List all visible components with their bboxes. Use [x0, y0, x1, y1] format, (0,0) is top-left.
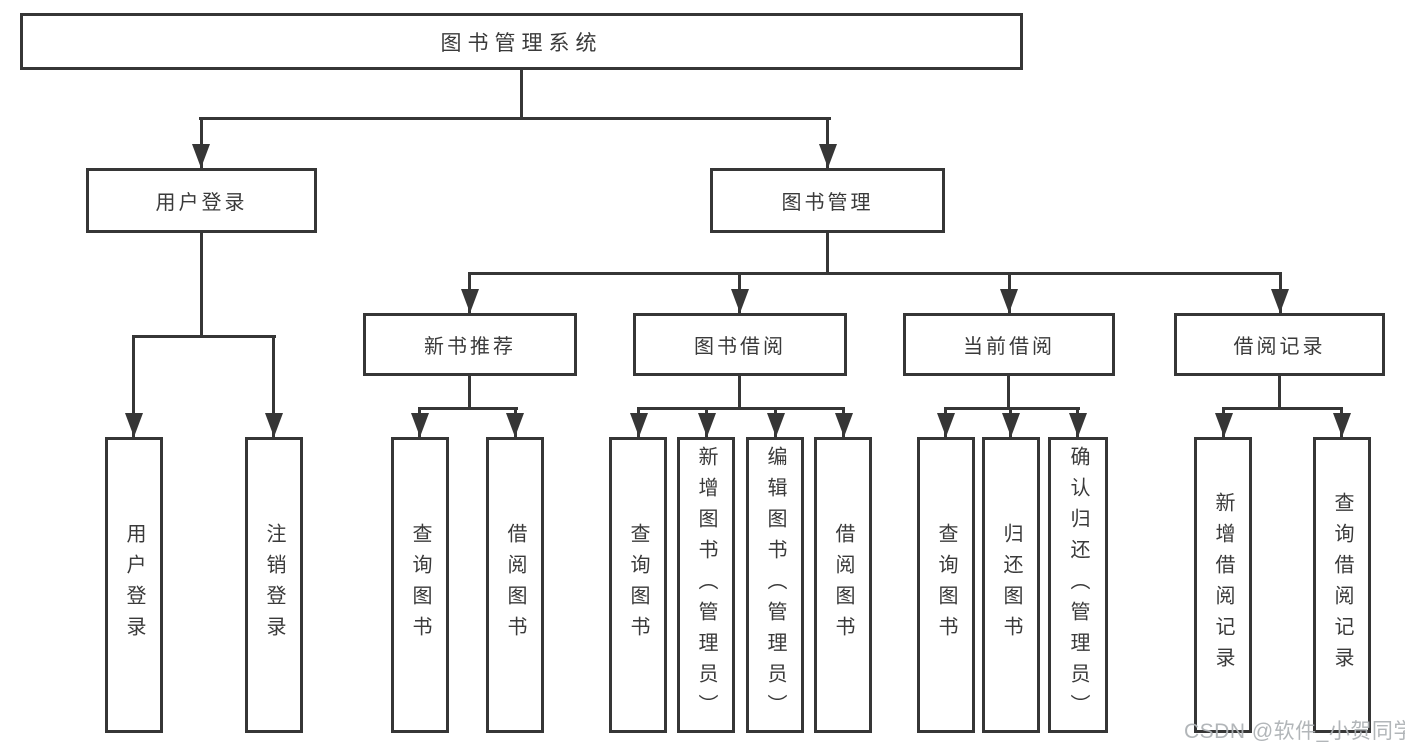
node-cb-return-book: 归还图书	[982, 437, 1040, 733]
arrowhead-ul-user-login	[125, 413, 143, 437]
node-bb-add-book-label: 新增图书（管理员）	[695, 445, 717, 725]
connector-new-book-rec-hbar	[418, 407, 518, 410]
arrowhead-borrow-records	[1271, 289, 1289, 313]
connector-current-borrow-trunk	[1007, 376, 1010, 409]
connector-book-borrow-hbar	[638, 407, 845, 410]
node-bb-borrow-book: 借阅图书	[814, 437, 872, 733]
connector-book-mgmt-hbar	[468, 272, 1282, 275]
node-bb-edit-book-label: 编辑图书（管理员）	[764, 445, 786, 725]
node-borrow-records: 借阅记录	[1174, 313, 1385, 376]
node-ul-user-login: 用户登录	[105, 437, 163, 733]
node-user-login: 用户登录	[86, 168, 317, 233]
node-cb-query-book-label: 查询图书	[935, 523, 957, 647]
connector-borrow-records-trunk	[1278, 376, 1281, 409]
connector-stem-user-login	[200, 117, 203, 168]
arrowhead-nb-borrow	[506, 413, 524, 437]
node-ul-logout-label: 注销登录	[263, 523, 285, 647]
node-cb-return-book-label: 归还图书	[1000, 523, 1022, 647]
node-ul-user-login-label: 用户登录	[123, 523, 145, 647]
node-br-add-record-label: 新增借阅记录	[1212, 492, 1234, 678]
node-cb-confirm-return: 确认归还（管理员）	[1048, 437, 1108, 733]
node-current-borrowing: 当前借阅	[903, 313, 1115, 376]
node-cb-confirm-return-label: 确认归还（管理员）	[1067, 445, 1089, 725]
connector-borrow-records-hbar	[1222, 407, 1343, 410]
node-book-borrowing-label: 图书借阅	[694, 336, 786, 358]
arrowhead-bb-query	[630, 413, 648, 437]
node-nb-query-book-label: 查询图书	[409, 523, 431, 647]
node-borrow-records-label: 借阅记录	[1233, 336, 1326, 358]
node-ul-logout: 注销登录	[245, 437, 303, 733]
connector-new-book-rec-trunk	[468, 376, 471, 409]
arrowhead-br-query	[1333, 413, 1351, 437]
connector-book-borrow-trunk	[738, 376, 741, 409]
node-br-add-record: 新增借阅记录	[1194, 437, 1252, 733]
node-nb-borrow-book: 借阅图书	[486, 437, 544, 733]
arrowhead-bb-add	[698, 413, 716, 437]
node-library-system-label: 图书管理系统	[440, 31, 603, 55]
node-book-borrowing: 图书借阅	[633, 313, 847, 376]
arrowhead-cb-return	[1002, 413, 1020, 437]
arrowhead-nb-query	[411, 413, 429, 437]
connector-user-login-trunk	[200, 233, 203, 336]
arrowhead-ul-logout	[265, 413, 283, 437]
connector-user-login-hbar	[132, 335, 276, 338]
node-book-management: 图书管理	[710, 168, 945, 233]
arrowhead-current-borrow	[1000, 289, 1018, 313]
connector-current-borrow-hbar	[944, 407, 1080, 410]
arrowhead-br-add	[1215, 413, 1233, 437]
arrowhead-book-mgmt	[819, 144, 837, 168]
csdn-watermark: CSDN @软件_小贺同学	[1184, 720, 1405, 743]
connector-book-mgmt-trunk	[826, 233, 829, 274]
arrowhead-book-borrow	[731, 289, 749, 313]
node-library-system: 图书管理系统	[20, 13, 1023, 70]
node-cb-query-book: 查询图书	[917, 437, 975, 733]
connector-stem-ul-user-login	[132, 335, 135, 437]
node-current-borrowing-label: 当前借阅	[963, 336, 1055, 358]
arrowhead-new-book-rec	[461, 289, 479, 313]
arrowhead-user-login	[192, 144, 210, 168]
node-bb-edit-book: 编辑图书（管理员）	[746, 437, 804, 733]
node-new-book-recommend: 新书推荐	[363, 313, 577, 376]
connector-stem-ul-logout	[272, 335, 275, 437]
connector-root-trunk	[520, 70, 523, 118]
node-nb-query-book: 查询图书	[391, 437, 449, 733]
arrowhead-bb-edit	[767, 413, 785, 437]
arrowhead-cb-confirm	[1069, 413, 1087, 437]
node-book-management-label: 图书管理	[781, 192, 874, 214]
connector-stem-book-mgmt	[826, 117, 829, 168]
node-nb-borrow-book-label: 借阅图书	[504, 523, 526, 647]
node-bb-query-book: 查询图书	[609, 437, 667, 733]
node-bb-query-book-label: 查询图书	[627, 523, 649, 647]
node-bb-add-book: 新增图书（管理员）	[677, 437, 735, 733]
arrowhead-cb-query	[937, 413, 955, 437]
node-br-query-record: 查询借阅记录	[1313, 437, 1371, 733]
arrowhead-bb-borrow	[835, 413, 853, 437]
node-br-query-record-label: 查询借阅记录	[1331, 492, 1353, 678]
node-new-book-recommend-label: 新书推荐	[424, 336, 516, 358]
node-user-login-label: 用户登录	[155, 192, 248, 214]
connector-root-hbar	[199, 117, 831, 120]
node-bb-borrow-book-label: 借阅图书	[832, 523, 854, 647]
